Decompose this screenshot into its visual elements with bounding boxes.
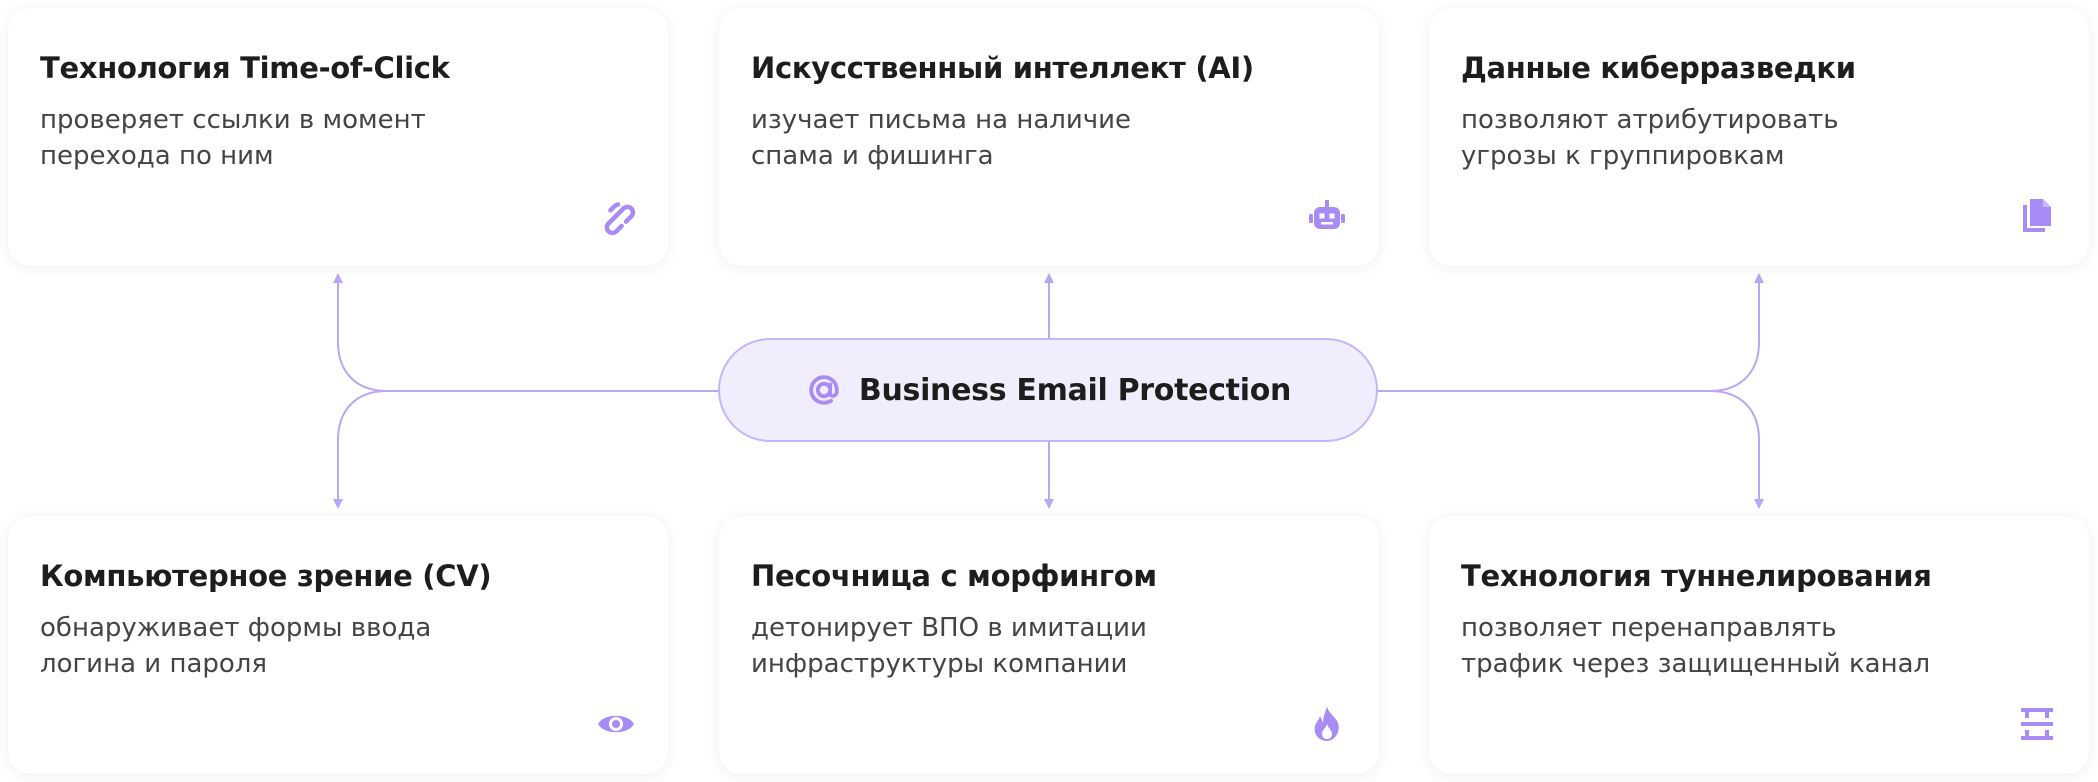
card-description: обнаруживает формы ввода логина и пароля — [40, 613, 432, 679]
card-description: позволяют атрибутировать угрозы к группи… — [1461, 105, 1839, 171]
eye-icon — [596, 704, 636, 744]
tunnel-icon — [2017, 704, 2057, 744]
card-description: детонирует ВПО в имитации инфраструктуры… — [751, 613, 1147, 679]
card-morphing-sandbox: Песочница с морфингом детонирует ВПО в и… — [719, 516, 1379, 774]
at-sign-icon — [805, 371, 843, 409]
card-computer-vision: Компьютерное зрение (CV) обнаруживает фо… — [8, 516, 668, 774]
card-threat-intelligence: Данные киберразведки позволяют атрибутир… — [1429, 8, 2089, 266]
card-description: проверяет ссылки в момент перехода по ни… — [40, 105, 426, 171]
robot-icon — [1307, 196, 1347, 236]
card-description: позволяет перенаправлять трафик через за… — [1461, 613, 1931, 679]
link-icon — [596, 196, 636, 236]
center-node-business-email-protection: Business Email Protection — [718, 338, 1378, 442]
card-description: изучает письма на наличие спама и фишинг… — [751, 105, 1132, 171]
card-title: Технология туннелирования — [1461, 559, 1932, 593]
card-title: Песочница с морфингом — [751, 559, 1157, 593]
center-node-label: Business Email Protection — [858, 372, 1292, 408]
connector-to-tunneling — [1709, 390, 1764, 509]
card-title: Искусственный интеллект (AI) — [751, 51, 1254, 85]
connector-to-computer-vision — [333, 390, 388, 509]
card-tunneling: Технология туннелирования позволяет пере… — [1429, 516, 2089, 774]
card-title: Технология Time-of-Click — [40, 51, 450, 85]
card-title: Данные киберразведки — [1461, 51, 1856, 85]
connector-to-time-of-click — [333, 273, 388, 392]
documents-icon — [2017, 196, 2057, 236]
card-title: Компьютерное зрение (CV) — [40, 559, 492, 593]
flame-icon — [1307, 704, 1347, 744]
card-artificial-intelligence: Искусственный интеллект (AI) изучает пис… — [719, 8, 1379, 266]
card-time-of-click: Технология Time-of-Click проверяет ссылк… — [8, 8, 668, 266]
connector-to-threat-intel — [1709, 273, 1764, 392]
